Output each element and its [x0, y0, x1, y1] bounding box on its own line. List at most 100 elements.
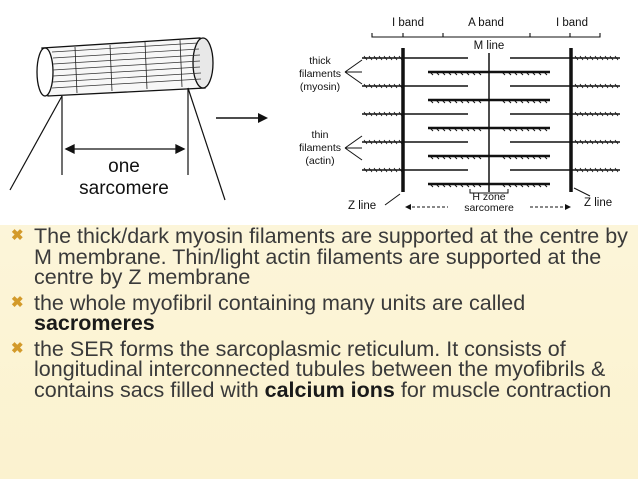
x-bullet-icon: ✖: [11, 293, 24, 311]
myosin-head: [543, 155, 548, 160]
actin-twist: [383, 83, 388, 89]
myosin-head: [543, 99, 548, 104]
actin-twist: [574, 83, 579, 89]
thin-label-1: thin: [312, 129, 329, 141]
bullet-bold-term: sacromeres: [34, 311, 155, 335]
sarcomere-label: sarcomere: [79, 178, 169, 199]
bullet-bold-term: calcium ions: [264, 377, 395, 402]
actin-twist: [594, 139, 599, 145]
arrow-right-icon: [216, 113, 268, 123]
myosin-head: [513, 99, 518, 104]
myosin-head: [429, 155, 434, 160]
actin-twist: [383, 167, 388, 173]
z-line-left-label: Z line: [348, 200, 376, 212]
myosin-head: [519, 127, 524, 132]
myosin-head: [447, 155, 452, 160]
actin-twist: [383, 111, 388, 117]
actin-twist: [594, 83, 599, 89]
myosin-head: [513, 183, 518, 188]
bullet-text: the SER forms the sarcoplasmic reticulum…: [34, 336, 606, 402]
diagram-svg: one sarcomere I band A band I band M lin…: [9, 17, 620, 214]
actin-twist: [388, 55, 393, 61]
myosin-head: [501, 127, 506, 132]
actin-twist: [599, 55, 604, 61]
myosin-head: [477, 127, 482, 132]
actin-twist: [368, 55, 373, 61]
myosin-head: [537, 183, 542, 188]
actin-twist: [604, 83, 609, 89]
myosin-head: [429, 99, 434, 104]
myosin-head: [531, 99, 536, 104]
h-zone-bracket: [469, 189, 509, 194]
actin-twist: [584, 139, 589, 145]
bullet-text: The thick/dark myosin filaments are supp…: [34, 224, 628, 289]
myosin-head: [519, 155, 524, 160]
myosin-head: [519, 183, 524, 188]
actin-twist: [363, 167, 368, 173]
myosin-head: [513, 155, 518, 160]
actin-twist: [599, 139, 604, 145]
z-line-left-pointer: [384, 193, 401, 206]
actin-twist: [574, 139, 579, 145]
myosin-head: [441, 155, 446, 160]
myosin-head: [501, 99, 506, 104]
myosin-head: [441, 127, 446, 132]
bullet-text-end: for muscle contraction: [394, 377, 612, 402]
myosin-head: [525, 183, 530, 188]
myosin-head: [477, 155, 482, 160]
myosin-head: [543, 183, 548, 188]
actin-twist: [383, 55, 388, 61]
myosin-head: [513, 127, 518, 132]
actin-twist: [368, 167, 373, 173]
actin-twist: [388, 83, 393, 89]
myosin-head: [441, 99, 446, 104]
actin-twist: [584, 55, 589, 61]
z-lines: [401, 48, 573, 192]
actin-twist: [378, 111, 383, 117]
myosin-head: [465, 155, 470, 160]
actin-twist: [373, 55, 378, 61]
actin-twist: [614, 83, 619, 89]
sarcomere-diagram: one sarcomere I band A band I band M lin…: [0, 0, 638, 225]
myosin-head: [453, 155, 458, 160]
actin-twist: [574, 111, 579, 117]
myosin-head: [441, 71, 446, 76]
myofibril-drawing: [9, 37, 226, 201]
myosin-head: [531, 71, 536, 76]
actin-twist: [373, 111, 378, 117]
actin-twist: [363, 111, 368, 117]
myosin-head: [453, 183, 458, 188]
myosin-head: [459, 127, 464, 132]
actin-twist: [579, 167, 584, 173]
myosin-head: [507, 183, 512, 188]
actin-twist: [594, 111, 599, 117]
actin-twist: [609, 139, 614, 145]
actin-twist: [579, 139, 584, 145]
myosin-head: [537, 155, 542, 160]
thick-label-2: filaments: [299, 68, 341, 80]
myosin-head: [435, 71, 440, 76]
myosin-head: [471, 155, 476, 160]
myosin-head: [441, 183, 446, 188]
actin-twist: [378, 139, 383, 145]
myosin-head: [447, 99, 452, 104]
a-band-label: A band: [468, 17, 504, 29]
myosin-head: [531, 127, 536, 132]
filament-lattice: [362, 55, 620, 188]
actin-twist: [579, 83, 584, 89]
actin-twist: [609, 55, 614, 61]
myosin-head: [471, 71, 476, 76]
actin-twist: [599, 83, 604, 89]
actin-twist: [614, 139, 619, 145]
myosin-head: [525, 127, 530, 132]
z-line-right-pointer: [573, 187, 591, 197]
actin-twist: [584, 111, 589, 117]
thin-label-3: (actin): [305, 155, 334, 167]
myosin-head: [543, 127, 548, 132]
actin-twist: [393, 111, 398, 117]
thick-label-3: (myosin): [300, 81, 340, 93]
myosin-head: [537, 71, 542, 76]
actin-twist: [574, 167, 579, 173]
myosin-head: [447, 183, 452, 188]
bullet-item-ser: ✖ the SER forms the sarcoplasmic reticul…: [10, 336, 630, 402]
